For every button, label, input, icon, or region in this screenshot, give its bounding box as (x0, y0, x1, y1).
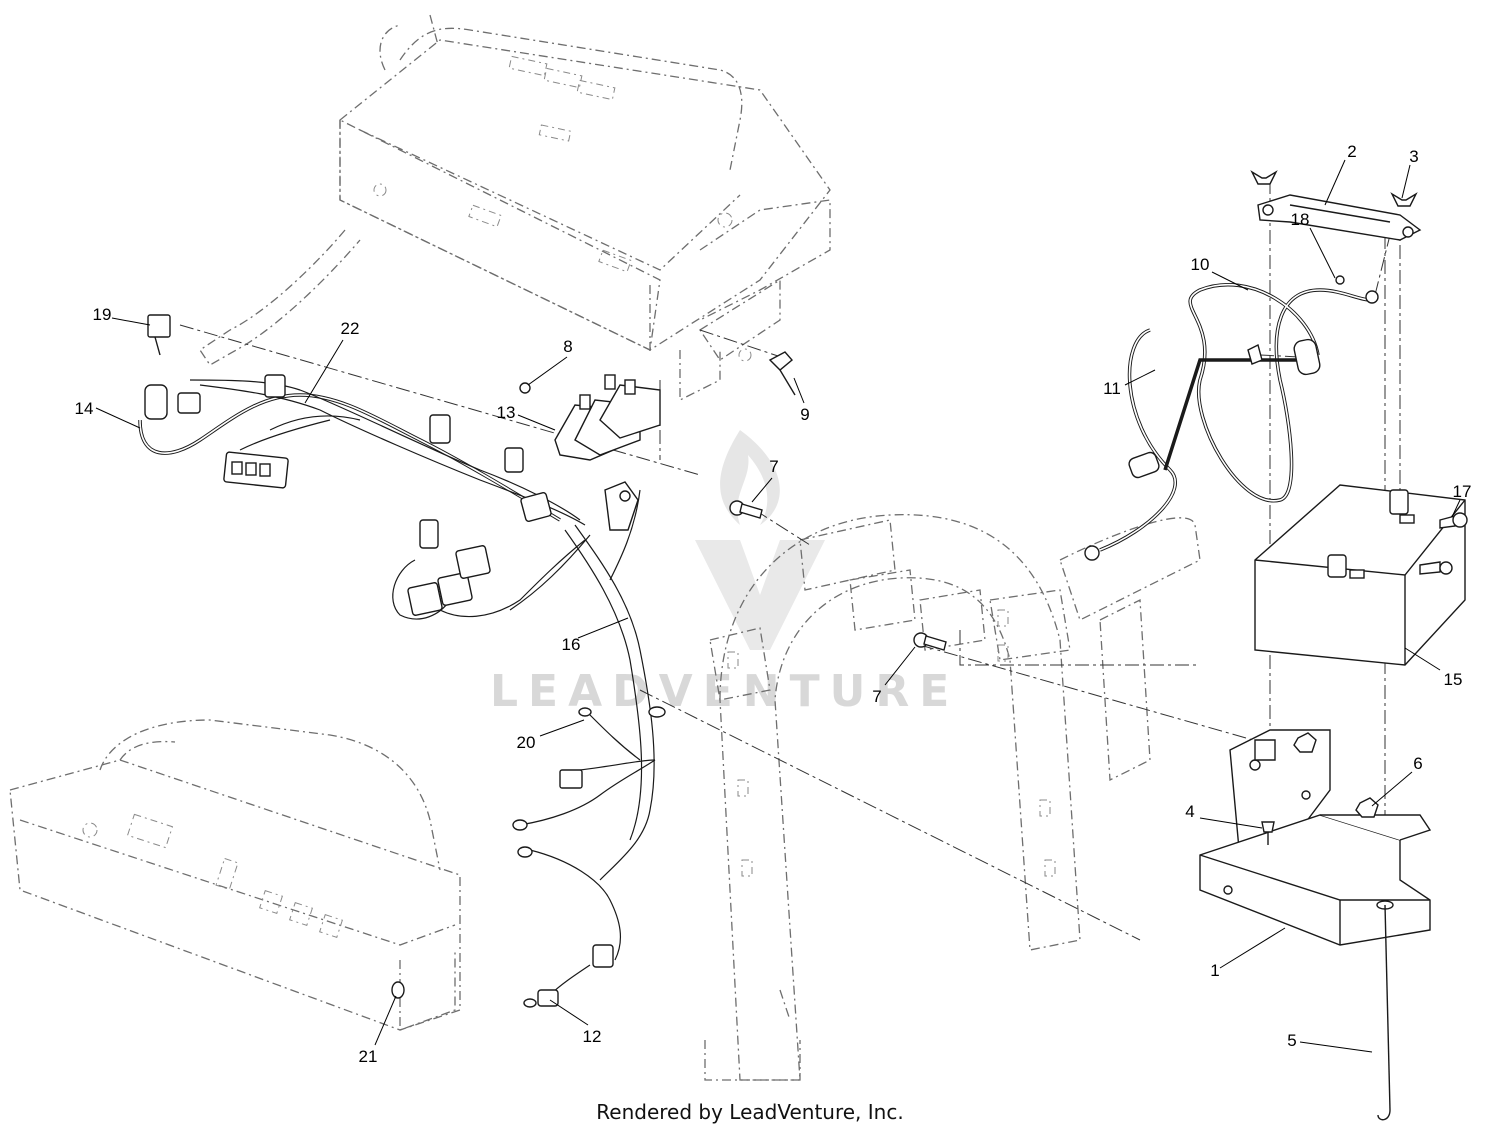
grommet (391, 981, 405, 999)
callout-4: 4 (1185, 802, 1194, 821)
frame-ghost (704, 514, 1201, 1081)
callout-14: 14 (75, 399, 94, 418)
battery (1254, 484, 1466, 666)
callout-labels: 1 2 3 4 5 6 7 7 8 9 10 11 12 13 14 15 16… (75, 142, 1472, 1066)
watermark-text: LEADVENTURE (490, 666, 959, 717)
callout-22: 22 (341, 319, 360, 338)
callout-8: 8 (563, 337, 572, 356)
upper-control-panel-ghost (339, 14, 831, 402)
callout-12: 12 (583, 1027, 602, 1046)
relays (519, 351, 796, 461)
callout-16: 16 (562, 635, 581, 654)
callout-9: 9 (800, 405, 809, 424)
callout-1: 1 (1210, 961, 1219, 980)
callout-6: 6 (1413, 754, 1422, 773)
battery-bolts (1419, 512, 1468, 575)
callout-19: 19 (93, 305, 112, 324)
hold-down-strap (1250, 170, 1422, 241)
wire-harness (138, 314, 666, 1008)
callout-10: 10 (1191, 255, 1210, 274)
callout-2: 2 (1347, 142, 1356, 161)
battery-tray (1199, 729, 1432, 946)
frame-bolts (729, 500, 947, 651)
callout-13: 13 (497, 403, 516, 422)
callout-21: 21 (359, 1047, 378, 1066)
footer-credit: Rendered by LeadVenture, Inc. (596, 1100, 904, 1124)
callout-7a: 7 (769, 457, 778, 476)
callout-20: 20 (517, 733, 536, 752)
rail-ghost (199, 229, 361, 366)
callout-5: 5 (1287, 1031, 1296, 1050)
hold-down-rod (1377, 904, 1391, 1121)
callout-7b: 7 (872, 687, 881, 706)
tray-fasteners (1261, 732, 1379, 845)
lower-control-panel-ghost (9, 719, 461, 1031)
callout-18: 18 (1291, 210, 1310, 229)
callout-11: 11 (1103, 379, 1121, 398)
callout-15: 15 (1444, 670, 1463, 689)
battery-cables (1084, 275, 1379, 561)
watermark-v-icon (695, 540, 825, 650)
callout-3: 3 (1409, 147, 1418, 166)
callout-17: 17 (1453, 482, 1472, 501)
leader-lines (95, 159, 1461, 1053)
